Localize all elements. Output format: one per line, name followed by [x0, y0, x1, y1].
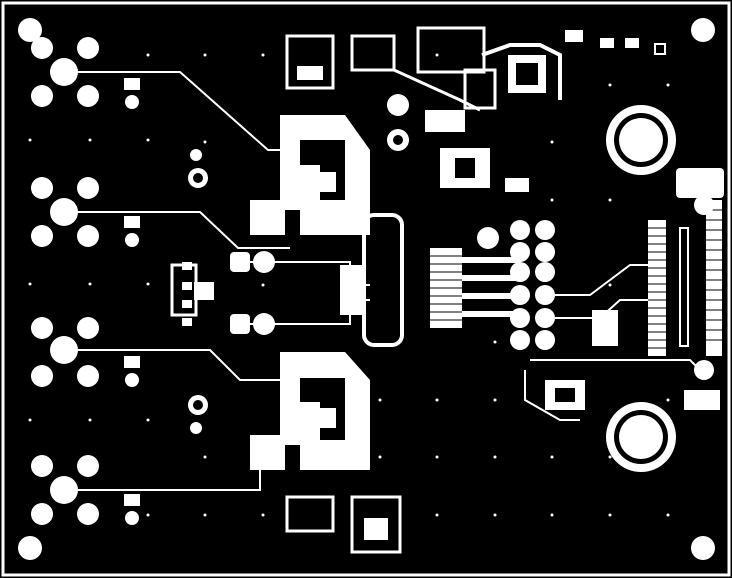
corner-pads	[18, 18, 715, 560]
top-components	[285, 26, 666, 192]
corner-pad-top-left	[18, 18, 42, 42]
amplifier-block-lower	[188, 352, 370, 470]
bottom-components	[285, 380, 585, 554]
mounting-hole-icon	[606, 105, 676, 472]
edge-connector	[648, 168, 724, 410]
mixer-ic	[430, 220, 701, 421]
sma-connector-icon	[31, 37, 99, 525]
rf-traces	[64, 71, 300, 491]
corner-pad-bottom-right	[691, 536, 715, 560]
coupler-block	[170, 213, 404, 347]
test-pads	[124, 78, 140, 525]
corner-pad-top-right	[691, 18, 715, 42]
bias-network	[182, 262, 214, 326]
amplifier-block-upper	[188, 115, 370, 235]
corner-pad-bottom-left	[18, 536, 42, 560]
via-icon	[28, 53, 670, 517]
